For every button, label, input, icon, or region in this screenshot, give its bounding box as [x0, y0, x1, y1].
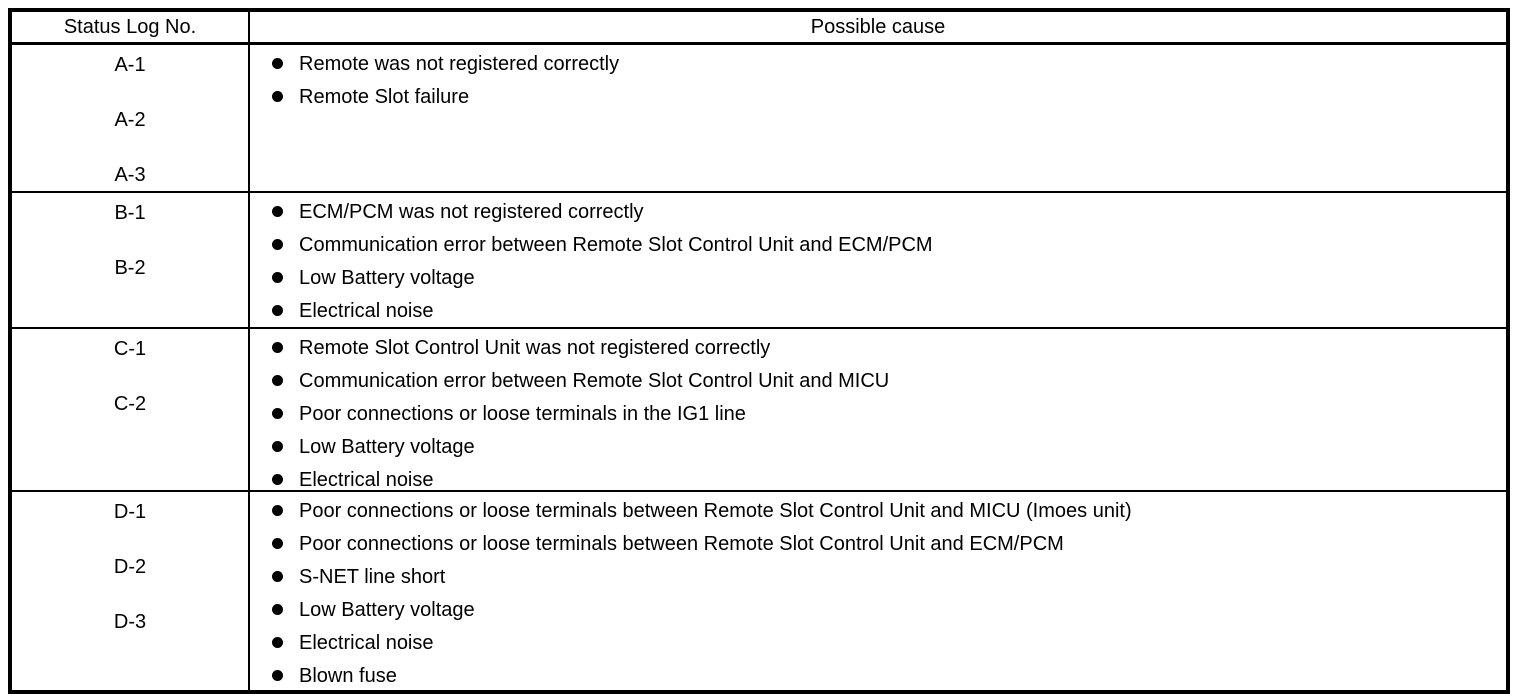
causes-list: Remote was not registered correctly Remo… [250, 45, 1506, 113]
causes-list: Remote Slot Control Unit was not registe… [250, 329, 1506, 490]
possible-causes-c: Remote Slot Control Unit was not registe… [250, 329, 1506, 490]
cause-text: S-NET line short [299, 565, 446, 588]
table-row-section-b: B-1 B-2 ECM/PCM was not registered corre… [12, 193, 1506, 329]
status-log-labels-c: C-1 C-2 [12, 329, 250, 490]
cause-item: Poor connections or loose terminals in t… [272, 397, 1496, 430]
status-log-label: D-3 [113, 611, 147, 633]
status-log-label: A-1 [114, 54, 146, 76]
cause-item: Low Battery voltage [272, 261, 1496, 294]
cause-text: Poor connections or loose terminals betw… [299, 499, 1132, 522]
header-status-log-no-label: Status Log No. [63, 16, 197, 38]
bullet-icon [272, 538, 283, 549]
status-log-label: C-2 [113, 393, 147, 415]
cause-text: Low Battery voltage [299, 266, 475, 289]
cause-text: Communication error between Remote Slot … [299, 233, 933, 256]
cause-item: Low Battery voltage [272, 430, 1496, 463]
bullet-icon [272, 58, 283, 69]
bullet-icon [272, 375, 283, 386]
header-possible-cause-label: Possible cause [810, 16, 946, 38]
causes-list: Poor connections or loose terminals betw… [250, 492, 1506, 692]
bullet-icon [272, 604, 283, 615]
status-log-labels-a: A-1 A-2 A-3 [12, 45, 250, 191]
cause-item: Remote Slot Control Unit was not registe… [272, 331, 1496, 364]
cause-text: Low Battery voltage [299, 435, 475, 458]
table-header-row: Status Log No. Possible cause [12, 12, 1506, 45]
cause-text: Electrical noise [299, 631, 434, 654]
bullet-icon [272, 505, 283, 516]
cause-item: Remote was not registered correctly [272, 47, 1496, 80]
cause-text: Remote Slot failure [299, 85, 470, 108]
possible-causes-b: ECM/PCM was not registered correctly Com… [250, 193, 1506, 327]
bullet-icon [272, 239, 283, 250]
bullet-icon [272, 637, 283, 648]
cause-text: Blown fuse [299, 664, 397, 687]
cause-text: Low Battery voltage [299, 598, 475, 621]
cause-item: Electrical noise [272, 294, 1496, 327]
table-row-section-d: D-1 D-2 D-3 Poor connections or loose te… [12, 492, 1506, 692]
bullet-icon [272, 441, 283, 452]
table-row-section-a: A-1 A-2 A-3 Remote was not registered co… [12, 45, 1506, 193]
cause-item: Remote Slot failure [272, 80, 1496, 113]
bullet-icon [272, 670, 283, 681]
status-log-label: D-2 [113, 556, 147, 578]
cause-item: ECM/PCM was not registered correctly [272, 195, 1496, 228]
bullet-icon [272, 272, 283, 283]
status-log-label: B-1 [114, 202, 146, 224]
header-possible-cause: Possible cause [250, 12, 1506, 42]
status-log-label: B-2 [114, 257, 146, 279]
cause-text: Poor connections or loose terminals betw… [299, 532, 1064, 555]
bullet-icon [272, 408, 283, 419]
bullet-icon [272, 305, 283, 316]
causes-list: ECM/PCM was not registered correctly Com… [250, 193, 1506, 327]
cause-item: Communication error between Remote Slot … [272, 364, 1496, 397]
status-log-labels-d: D-1 D-2 D-3 [12, 492, 250, 692]
possible-causes-d: Poor connections or loose terminals betw… [250, 492, 1506, 692]
cause-item: Blown fuse [272, 659, 1496, 692]
cause-text: Electrical noise [299, 299, 434, 322]
status-log-label: D-1 [113, 501, 147, 523]
status-log-label: C-1 [113, 338, 147, 360]
status-log-table: Status Log No. Possible cause A-1 A-2 A-… [8, 8, 1510, 694]
bullet-icon [272, 342, 283, 353]
cause-text: Communication error between Remote Slot … [299, 369, 890, 392]
cause-item: Electrical noise [272, 463, 1496, 490]
possible-causes-a: Remote was not registered correctly Remo… [250, 45, 1506, 191]
cause-item: Poor connections or loose terminals betw… [272, 527, 1496, 560]
cause-text: ECM/PCM was not registered correctly [299, 200, 644, 223]
bullet-icon [272, 571, 283, 582]
cause-text: Electrical noise [299, 468, 434, 491]
status-log-labels-b: B-1 B-2 [12, 193, 250, 327]
cause-text: Poor connections or loose terminals in t… [299, 402, 746, 425]
status-log-label: A-3 [114, 164, 146, 186]
cause-item: Poor connections or loose terminals betw… [272, 494, 1496, 527]
cause-text: Remote was not registered correctly [299, 52, 620, 75]
bullet-icon [272, 474, 283, 485]
cause-item: S-NET line short [272, 560, 1496, 593]
bullet-icon [272, 91, 283, 102]
cause-item: Low Battery voltage [272, 593, 1496, 626]
cause-item: Electrical noise [272, 626, 1496, 659]
cause-item: Communication error between Remote Slot … [272, 228, 1496, 261]
header-status-log-no: Status Log No. [12, 12, 250, 42]
table-row-section-c: C-1 C-2 Remote Slot Control Unit was not… [12, 329, 1506, 492]
cause-text: Remote Slot Control Unit was not registe… [299, 336, 771, 359]
bullet-icon [272, 206, 283, 217]
status-log-label: A-2 [114, 109, 146, 131]
